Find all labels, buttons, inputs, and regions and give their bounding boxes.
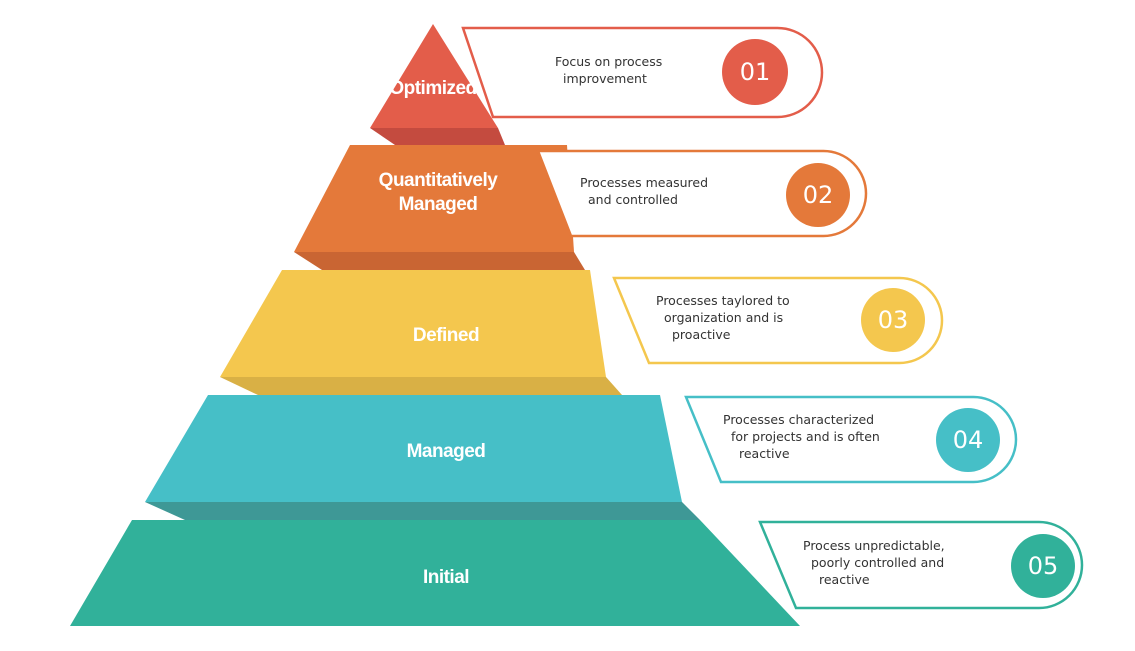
tier-shadow (294, 252, 585, 270)
description-line: improvement (563, 71, 647, 86)
tier-label: Defined (413, 325, 479, 346)
description-line: Process unpredictable, (803, 538, 945, 553)
description-line: poorly controlled and (811, 555, 944, 570)
callout-description: Focus on process improvement (555, 54, 662, 86)
number-badge-label: 01 (740, 58, 771, 86)
description-line: organization and is (664, 310, 783, 325)
description-line: proactive (672, 327, 731, 342)
tier-shadow (370, 128, 505, 145)
number-badge (1011, 534, 1075, 598)
description-line: reactive (739, 446, 790, 461)
description-line: Focus on process (555, 54, 662, 69)
number-badge (786, 163, 850, 227)
description-line: for projects and is often (731, 429, 880, 444)
callout-02: Processes measured and controlled 02 (536, 149, 868, 238)
tier-label: Optimized (389, 78, 476, 99)
callout-box (612, 276, 944, 365)
description-line: Processes taylored to (656, 293, 790, 308)
pyramid-tier-03: Defined (220, 270, 622, 395)
number-badge (936, 408, 1000, 472)
tier-face (220, 270, 606, 377)
description-line: and controlled (588, 192, 678, 207)
tier-face (70, 520, 800, 626)
pyramid-tiers: OptimizedQuantitativelyManagedDefinedMan… (70, 24, 800, 626)
description-line: reactive (819, 572, 870, 587)
callout-05: Process unpredictable, poorly controlled … (758, 520, 1084, 610)
tier-face (145, 395, 682, 502)
callout-description: Processes taylored to organization and is… (656, 293, 790, 342)
number-badge (861, 288, 925, 352)
tier-label: Managed (399, 194, 478, 215)
callout-box (758, 520, 1084, 610)
description-line: Processes measured (580, 175, 708, 190)
tier-label: Managed (407, 441, 486, 462)
tier-shadow (220, 377, 622, 395)
callout-03: Processes taylored to organization and is… (612, 276, 944, 365)
description-line: Processes characterized (723, 412, 874, 427)
number-badge-label: 03 (878, 306, 909, 334)
callout-01: Focus on process improvement 01 (461, 26, 824, 119)
callout-description: Process unpredictable, poorly controlled … (803, 538, 945, 587)
pyramid-tier-05: Initial (70, 520, 800, 626)
tier-label: Initial (423, 567, 469, 588)
tier-face (294, 145, 574, 252)
callout-04: Processes characterized for projects and … (684, 395, 1018, 484)
number-badge-label: 05 (1028, 552, 1059, 580)
number-badge-label: 02 (803, 181, 834, 209)
number-badge (722, 39, 788, 105)
callout-box (536, 149, 868, 238)
tier-face (370, 24, 498, 128)
tier-label: Quantitatively (379, 170, 499, 191)
tier-shadow (145, 502, 700, 520)
callout-description: Processes measured and controlled (580, 175, 708, 207)
number-badge-label: 04 (953, 426, 984, 454)
callout-box (684, 395, 1018, 484)
pyramid-tier-04: Managed (145, 395, 700, 520)
pyramid-tier-01: Optimized (370, 24, 505, 145)
callout-description: Processes characterized for projects and … (723, 412, 880, 461)
